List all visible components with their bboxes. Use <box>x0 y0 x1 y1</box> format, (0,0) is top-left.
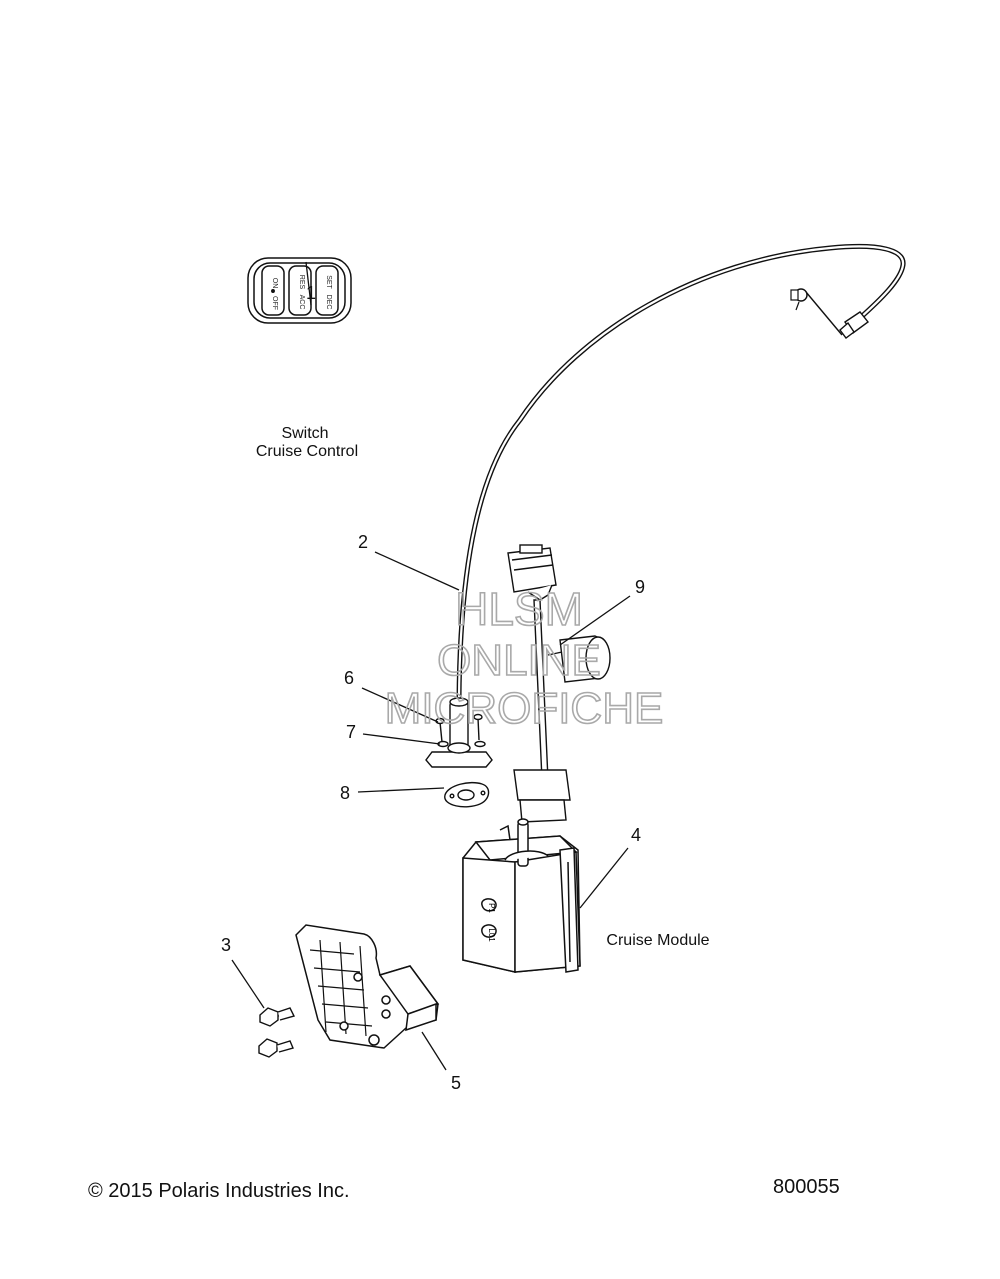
watermark-line2: ONLINE <box>437 636 601 685</box>
module-mark-1: P1 <box>487 903 496 913</box>
callout-4: 4 <box>631 825 641 845</box>
switch-button-left-top: ON <box>271 278 278 289</box>
cable-flange-assembly <box>425 697 493 768</box>
cruise-module-label: Cruise Module <box>606 932 709 949</box>
leader-lines <box>231 261 631 1071</box>
callout-6: 6 <box>344 668 354 688</box>
gasket <box>444 781 490 808</box>
callout-1-label: 1 <box>306 283 316 303</box>
bolts <box>258 1007 296 1058</box>
module-mark-2: L01 <box>487 928 496 942</box>
switch-button-left-bottom: OFF <box>271 296 278 310</box>
switch-label-line1: Switch <box>281 425 328 442</box>
callout-7: 7 <box>346 722 356 742</box>
cruise-control-switch <box>247 257 352 324</box>
callout-3: 3 <box>221 935 231 955</box>
mounting-bracket <box>295 924 440 1049</box>
watermark-line3: MICROFICHE <box>385 684 664 733</box>
switch-label-line2: Cruise Control <box>256 443 358 460</box>
copyright-text: © 2015 Polaris Industries Inc. <box>88 1180 350 1202</box>
switch-button-mid-bottom: ACC <box>298 295 305 310</box>
callout-2: 2 <box>358 532 368 552</box>
callout-9: 9 <box>635 577 645 597</box>
cruise-module <box>462 818 581 973</box>
drawing-number: 800055 <box>773 1176 840 1198</box>
watermark-line1: HLSM <box>455 583 583 635</box>
switch-button-mid-top: RES <box>298 275 305 290</box>
switch-button-right-top: SET <box>325 275 332 289</box>
callout-8: 8 <box>340 783 350 803</box>
throttle-cable <box>456 243 906 703</box>
watermark: HLSM ONLINE MICROFICHE <box>384 582 664 734</box>
switch-button-right-bottom: DEC <box>325 295 332 310</box>
module-harness <box>507 544 611 823</box>
callout-5: 5 <box>451 1073 461 1093</box>
